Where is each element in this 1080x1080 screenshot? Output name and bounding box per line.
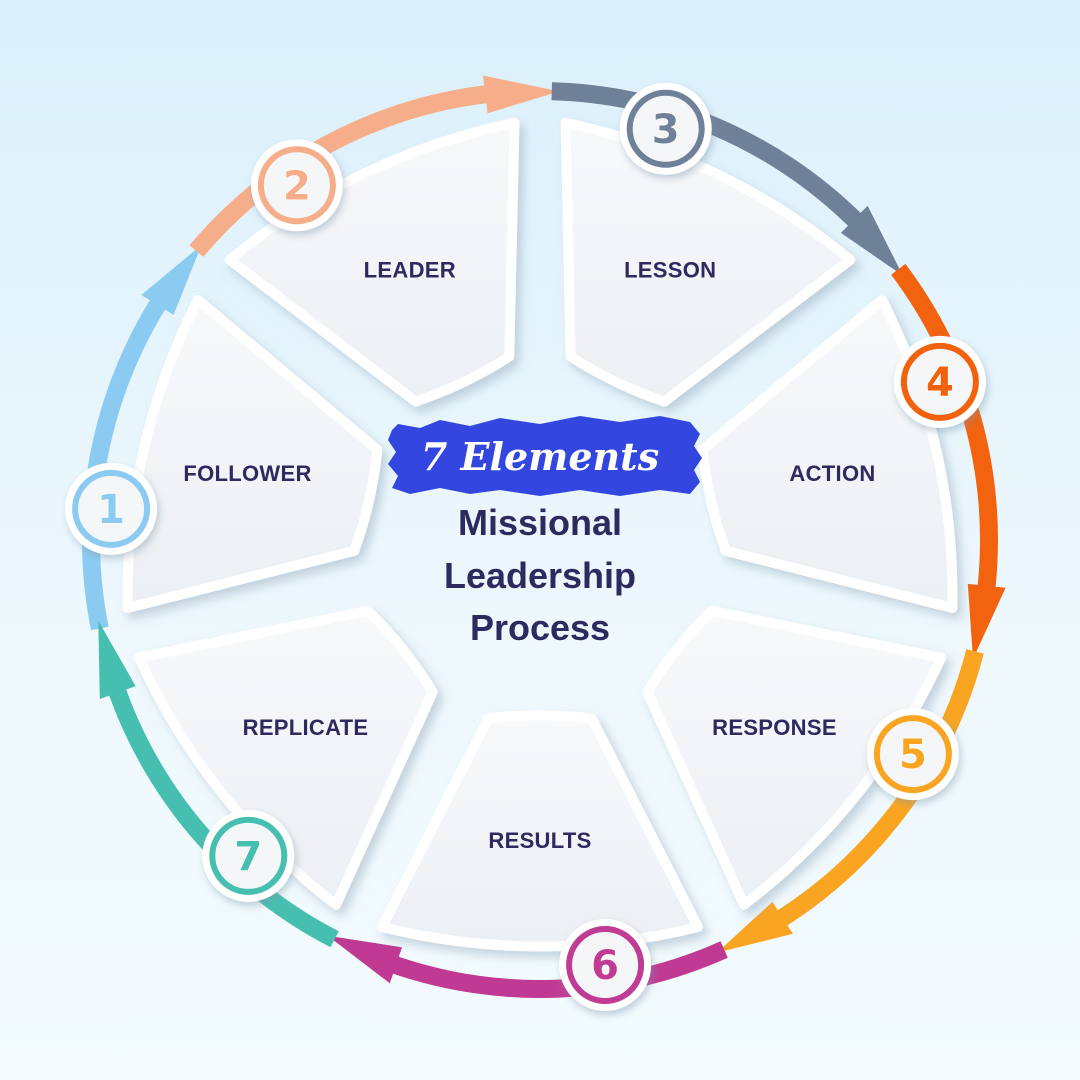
step-badge-2: 2: [250, 139, 343, 232]
segment-label-leader: LEADER: [364, 258, 456, 283]
step-number-3: 3: [652, 107, 680, 153]
step-badge-5: 5: [866, 708, 959, 801]
title-line-1: Missional: [458, 502, 622, 543]
title-line-3: Process: [470, 607, 610, 648]
step-badge-4: 4: [893, 335, 986, 428]
center-tag: 7 Elements: [421, 434, 659, 479]
segment-label-replicate: REPLICATE: [243, 715, 369, 740]
ring-arrow-2: [189, 75, 560, 257]
step-badge-7: 7: [202, 809, 295, 902]
ring-arrow-3: [551, 82, 903, 276]
step-number-6: 6: [591, 943, 619, 989]
step-number-7: 7: [234, 834, 262, 880]
step-number-4: 4: [926, 360, 954, 406]
title-line-2: Leadership: [444, 555, 636, 596]
ring-arrow-1: [82, 245, 202, 631]
step-number-1: 1: [97, 487, 125, 533]
step-badge-6: 6: [559, 919, 652, 1011]
segment-label-lesson: LESSON: [624, 258, 716, 283]
brush-tag-background: [388, 416, 702, 496]
segment-label-results: RESULTS: [488, 828, 591, 853]
segment-label-follower: FOLLOWER: [183, 461, 311, 486]
segment-label-action: ACTION: [789, 461, 875, 486]
step-badge-3: 3: [619, 82, 712, 175]
step-number-5: 5: [899, 732, 927, 778]
center-block: 7 Elements Missional Leadership Process: [388, 416, 702, 648]
step-badge-1: 1: [65, 462, 158, 555]
segment-label-response: RESPONSE: [712, 715, 837, 740]
step-number-2: 2: [283, 163, 311, 209]
